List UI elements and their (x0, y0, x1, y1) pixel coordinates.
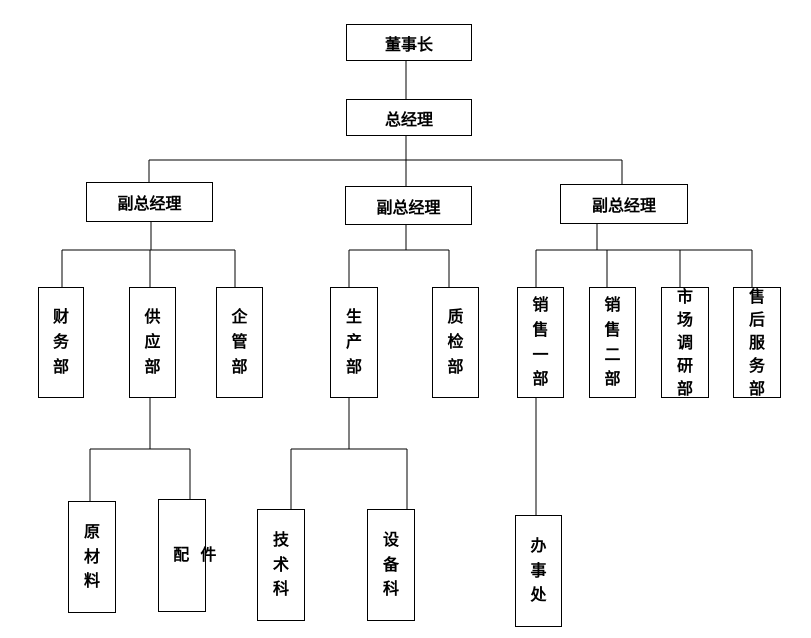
sec-parts-box: 配 件 (158, 499, 217, 612)
dept-sales-1-box: 销售一部 (517, 287, 564, 398)
dept-production-box: 生产部 (330, 287, 378, 398)
vice-manager-label: 副总经理 (376, 197, 441, 217)
office-label: 办事处 (530, 535, 547, 605)
sec-parts-label: 配 件 (173, 545, 217, 565)
general-manager-label: 总经理 (384, 109, 433, 129)
dept-enterprise-mgmt-label: 企管部 (231, 307, 248, 376)
dept-market-research-box: 市场调研部 (661, 287, 709, 398)
vice-manager-box-2: 副总经理 (345, 186, 472, 225)
dept-quality-box: 质检部 (432, 287, 479, 398)
dept-sales-2-label: 销售二部 (604, 294, 621, 389)
dept-enterprise-mgmt-box: 企管部 (216, 287, 263, 398)
chairman-label: 董事长 (384, 34, 433, 54)
dept-supply-box: 供应部 (129, 287, 176, 398)
dept-finance-box: 财务部 (38, 287, 84, 398)
vice-manager-label: 副总经理 (117, 194, 182, 213)
sec-raw-materials-label: 原材料 (83, 521, 100, 591)
sec-technical-label: 技术科 (272, 529, 289, 599)
sec-equipment-label: 设备科 (382, 529, 399, 599)
dept-sales-1-label: 销售一部 (532, 294, 549, 389)
dept-market-research-label: 市场调研部 (676, 286, 693, 399)
dept-sales-2-box: 销售二部 (589, 287, 636, 398)
chairman-box: 董事长 (346, 24, 472, 61)
sec-raw-materials-box: 原材料 (68, 501, 116, 613)
sec-equipment-box: 设备科 (367, 509, 415, 621)
vice-manager-box-3: 副总经理 (560, 184, 688, 224)
dept-quality-label: 质检部 (447, 307, 464, 376)
vice-manager-box-1: 副总经理 (86, 182, 213, 222)
office-box: 办事处 (515, 515, 562, 627)
dept-after-sales-label: 售后服务部 (748, 286, 765, 399)
dept-supply-label: 供应部 (144, 307, 161, 376)
sec-technical-box: 技术科 (257, 509, 305, 621)
general-manager-box: 总经理 (346, 99, 472, 136)
dept-production-label: 生产部 (345, 307, 362, 376)
dept-after-sales-box: 售后服务部 (733, 287, 781, 398)
dept-finance-label: 财务部 (52, 307, 69, 376)
vice-manager-label: 副总经理 (591, 196, 656, 215)
